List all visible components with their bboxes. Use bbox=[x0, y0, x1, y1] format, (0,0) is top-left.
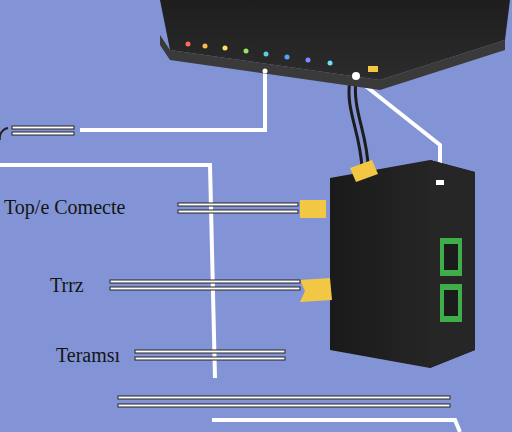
ethernet-port bbox=[440, 238, 462, 322]
label-text: Teramsı bbox=[56, 344, 120, 366]
connector-tab bbox=[300, 200, 332, 302]
dash-marks bbox=[0, 126, 450, 407]
router bbox=[160, 0, 510, 90]
status-led bbox=[186, 42, 333, 66]
label-text: Trrz bbox=[50, 274, 84, 296]
label-text: Top/e Comecte bbox=[4, 196, 125, 218]
network-adapter bbox=[300, 160, 475, 368]
cable bbox=[349, 80, 368, 168]
